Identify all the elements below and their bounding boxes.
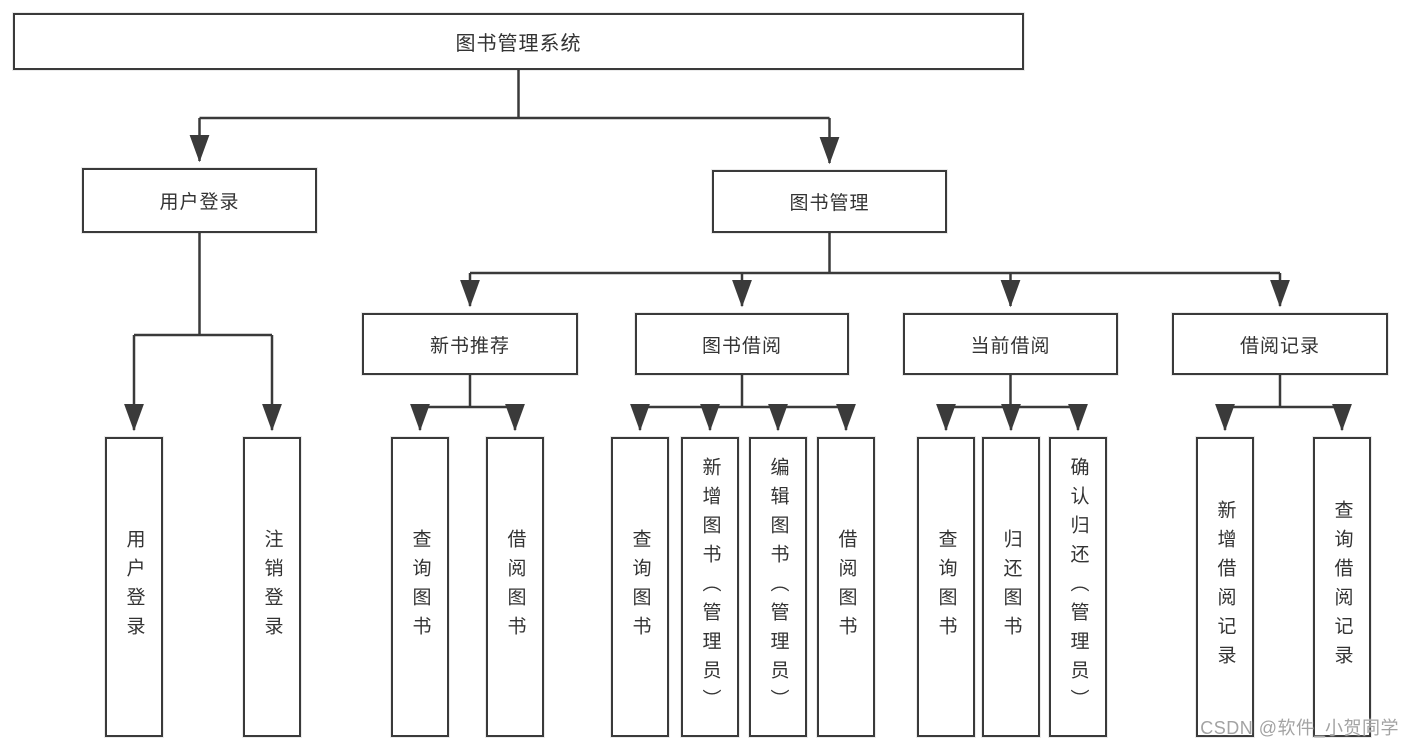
leaf-query-book-current: 查询图书: [917, 437, 975, 737]
leaf-add-borrow-record: 新增借阅记录: [1196, 437, 1254, 737]
node-label: 查询图书: [935, 529, 957, 645]
node-label: 借阅图书: [835, 529, 857, 645]
node-label: 当前借阅: [970, 335, 1051, 357]
node-label: 查询图书: [409, 529, 431, 645]
node-label: 新书推荐: [429, 335, 510, 357]
leaf-return-book: 归还图书: [982, 437, 1040, 737]
node-current-borrowing: 当前借阅: [903, 313, 1118, 375]
node-label: 图书借阅: [701, 335, 782, 357]
node-label: 注销登录: [261, 529, 283, 645]
leaf-edit-book-admin: 编辑图书（管理员）: [749, 437, 807, 737]
csdn-watermark: CSDN @软件_小贺同学: [1200, 718, 1399, 738]
node-book-borrowing: 图书借阅: [635, 313, 849, 375]
leaf-user-login: 用户登录: [105, 437, 163, 737]
node-label: 图书管理系统: [455, 33, 582, 55]
node-label: 归还图书: [1000, 529, 1022, 645]
leaf-borrow-book: 借阅图书: [817, 437, 875, 737]
node-book-management: 图书管理: [712, 170, 947, 233]
leaf-logout: 注销登录: [243, 437, 301, 737]
leaf-query-book-borrow: 查询图书: [611, 437, 669, 737]
leaf-query-borrow-record: 查询借阅记录: [1313, 437, 1371, 737]
leaf-add-book-admin: 新增图书（管理员）: [681, 437, 739, 737]
leaf-confirm-return-admin: 确认归还（管理员）: [1049, 437, 1107, 737]
node-label: 借阅记录: [1239, 335, 1320, 357]
node-label: 借阅图书: [504, 529, 526, 645]
leaf-query-book-recommend: 查询图书: [391, 437, 449, 737]
node-root-library-system: 图书管理系统: [13, 13, 1024, 70]
node-label: 查询借阅记录: [1331, 500, 1353, 674]
node-label: 新增图书（管理员）: [699, 456, 721, 718]
node-label: 确认归还（管理员）: [1067, 456, 1089, 718]
node-user-login: 用户登录: [82, 168, 317, 233]
node-label: 查询图书: [629, 529, 651, 645]
node-label: 用户登录: [123, 529, 145, 645]
node-borrowing-records: 借阅记录: [1172, 313, 1388, 375]
node-label: 图书管理: [789, 193, 870, 214]
node-label: 编辑图书（管理员）: [767, 456, 789, 718]
node-new-book-recommendation: 新书推荐: [362, 313, 578, 375]
node-label: 新增借阅记录: [1214, 500, 1236, 674]
leaf-borrow-book-recommend: 借阅图书: [486, 437, 544, 737]
node-label: 用户登录: [159, 192, 240, 213]
